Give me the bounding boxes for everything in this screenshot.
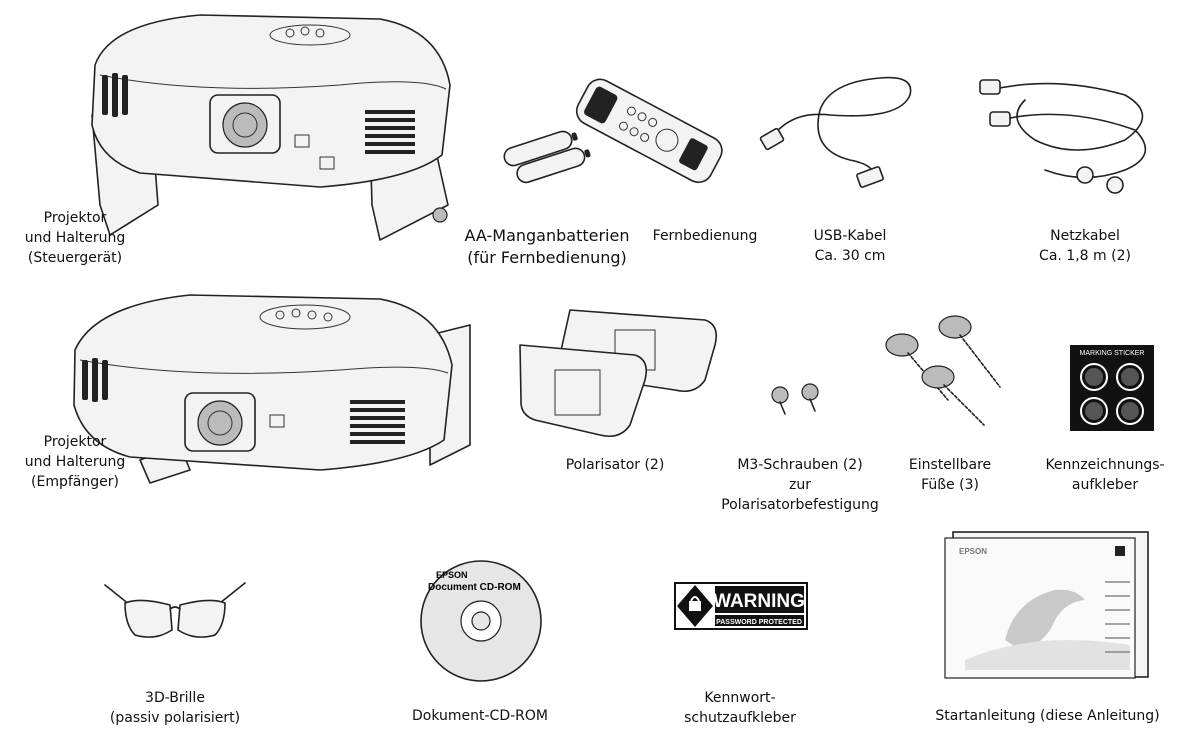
caption-glasses: 3D-Brille (passiv polarisiert) xyxy=(109,690,241,726)
caption-remote: Fernbedienung xyxy=(652,228,758,244)
caption-projector-empfaenger: Projektor und Halterung (Empfänger) xyxy=(24,434,126,490)
marking-sticker-text: MARKING STICKER xyxy=(1080,350,1145,357)
power-cables-illustration xyxy=(975,60,1160,200)
remote-control-illustration xyxy=(555,62,725,192)
marking-sticker-illustration: MARKING STICKER xyxy=(1070,345,1154,431)
caption-guide: Startanleitung (diese Anleitung) xyxy=(935,708,1160,724)
3d-glasses-illustration xyxy=(100,575,250,645)
usb-cable-illustration xyxy=(759,70,930,190)
cd-rom-illustration: EPSON Document CD-ROM xyxy=(418,558,544,684)
projector-empfaenger-illustration xyxy=(60,265,480,505)
quick-start-guide-illustration: EPSON xyxy=(944,530,1150,680)
caption-cdrom: Dokument-CD-ROM xyxy=(412,708,548,724)
caption-power: Netzkabel Ca. 1,8 m (2) xyxy=(1039,228,1131,264)
m3-screws-illustration xyxy=(765,380,835,420)
caption-screws: M3-Schrauben (2) zur Polarisatorbefestig… xyxy=(721,457,879,513)
caption-sticker: Kennzeichnungs- aufkleber xyxy=(1045,457,1165,493)
cd-title-text: Document CD-ROM xyxy=(428,582,521,593)
password-protected-text: PASSWORD PROTECTED xyxy=(716,619,802,626)
caption-feet: Einstellbare Füße (3) xyxy=(908,457,992,493)
guide-brand-text: EPSON xyxy=(959,547,987,556)
caption-usb: USB-Kabel Ca. 30 cm xyxy=(813,228,887,264)
polarizer-illustration xyxy=(515,300,725,445)
caption-password-sticker: Kennwort- schutzaufkleber xyxy=(684,690,796,726)
password-sticker-illustration: WARNING PASSWORD PROTECTED xyxy=(674,582,808,630)
caption-batteries: AA-Manganbatterien (für Fernbedienung) xyxy=(464,226,630,267)
batteries-illustration xyxy=(500,118,600,188)
projector-steuergeraet-illustration xyxy=(80,5,460,245)
caption-projector-steuergeraet: Projektor und Halterung (Steuergerät) xyxy=(24,210,126,266)
adjustable-feet-illustration xyxy=(880,305,1010,430)
warning-text: WARNING xyxy=(713,591,805,612)
caption-polarizer: Polarisator (2) xyxy=(565,457,665,473)
cd-brand-text: EPSON xyxy=(436,570,468,580)
